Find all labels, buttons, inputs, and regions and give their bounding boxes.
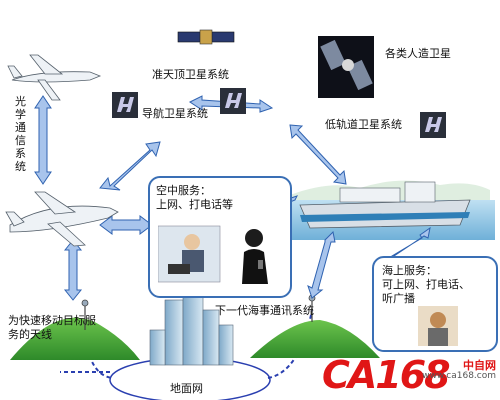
person-icon bbox=[418, 306, 458, 346]
label-artificial-sat: 各类人造卫星 bbox=[385, 47, 451, 60]
watermark-url: www.ca168.com bbox=[422, 371, 496, 381]
label-leo-satellite: 低轨道卫星系统 bbox=[325, 118, 402, 131]
label-quasi-zenith: 准天顶卫星系统 bbox=[152, 68, 229, 81]
watermark-logo: CA168 中自网 www.ca168.com bbox=[322, 353, 500, 400]
air-service-people bbox=[158, 225, 268, 284]
left-hill bbox=[10, 299, 140, 360]
person-icon bbox=[245, 229, 263, 247]
person-icon bbox=[184, 234, 200, 250]
airplane-icon bbox=[5, 191, 119, 247]
label-optical-comm: 光学通信系统 bbox=[15, 95, 26, 173]
nav-logo-icon bbox=[420, 112, 446, 138]
watermark-text: CA168 bbox=[322, 353, 451, 397]
watermark-cn: 中自网 bbox=[463, 359, 496, 372]
air-service-line1: 上网、打电话等 bbox=[156, 198, 233, 211]
sea-service-title: 海上服务： bbox=[382, 264, 437, 277]
air-service-title: 空中服务： bbox=[156, 184, 211, 197]
building-icon bbox=[149, 289, 234, 366]
sea-service-box: 海上服务： 可上网、打电话、 听广播 bbox=[372, 256, 498, 352]
communication-arrows bbox=[34, 95, 431, 301]
nav-logo-icon bbox=[112, 92, 138, 118]
sea-service-line2: 听广播 bbox=[382, 292, 415, 305]
label-navigation: 导航卫星系统 bbox=[142, 107, 208, 120]
nav-logo-icon bbox=[220, 88, 246, 114]
satellite-icon bbox=[177, 29, 235, 45]
ship-scene bbox=[285, 180, 495, 240]
ship-icon bbox=[299, 181, 471, 229]
label-next-gen: 下一代海事通讯系统 bbox=[215, 304, 314, 317]
satellite-icon bbox=[318, 36, 374, 98]
sea-service-line1: 可上网、打电话、 bbox=[382, 278, 470, 291]
label-ground-net: 地面网 bbox=[170, 382, 203, 395]
air-service-box: 空中服务： 上网、打电话等 bbox=[148, 176, 292, 298]
airplane-icon bbox=[7, 54, 102, 101]
label-antenna: 为快速移动目标服务的天线 bbox=[8, 314, 96, 341]
